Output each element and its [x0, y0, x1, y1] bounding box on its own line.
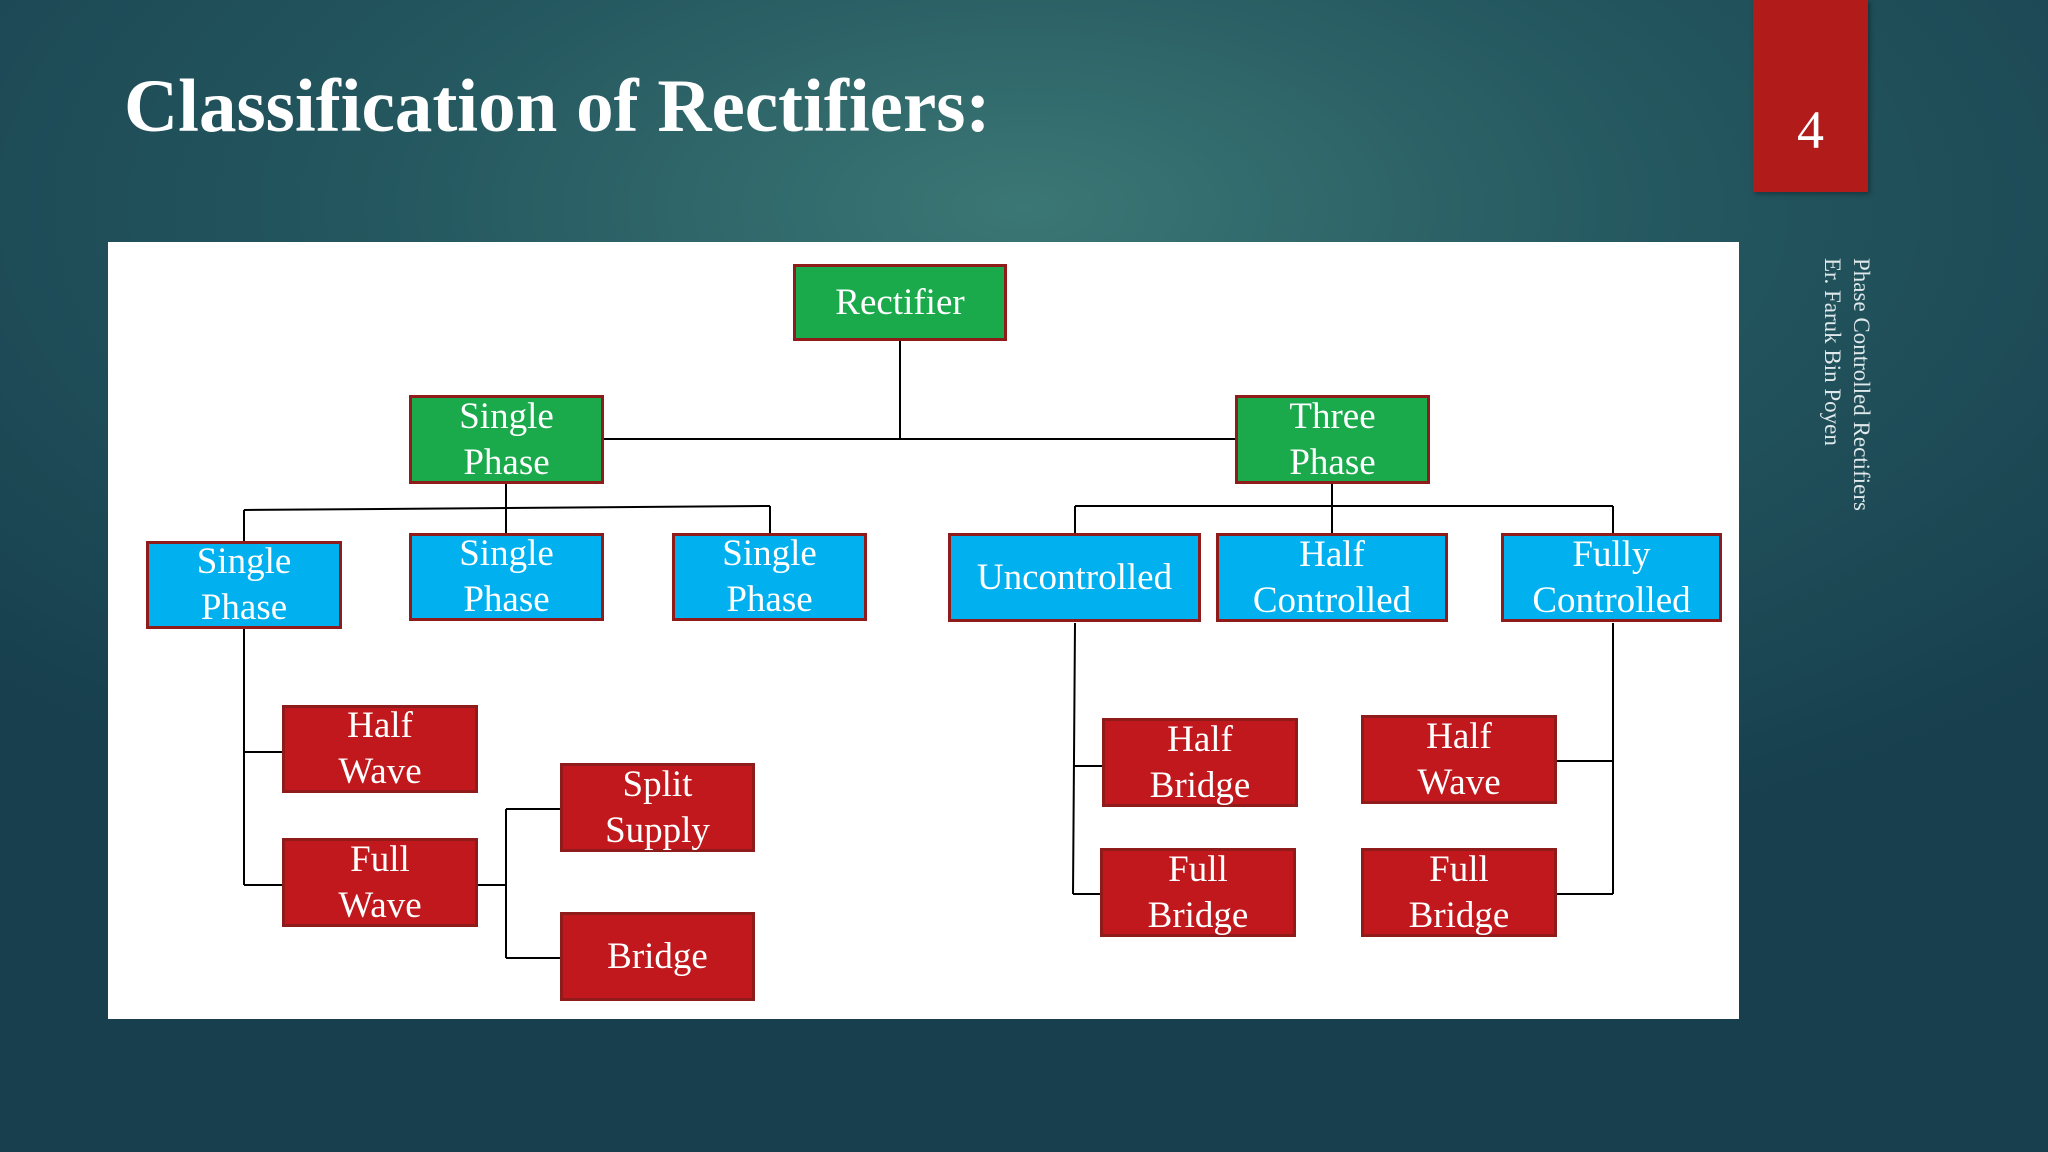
node-label: Rectifier [835, 281, 965, 323]
presentation-subject: Phase Controlled Rectifiers [1849, 258, 1874, 511]
presentation-footer: Phase Controlled Rectifiers Er. Faruk Bi… [1810, 258, 1876, 520]
page-number: 4 [1797, 100, 1824, 160]
node-uncontrolled: Uncontrolled [948, 533, 1201, 622]
connector-line [1072, 622, 1076, 895]
node-rectifier: Rectifier [793, 264, 1007, 341]
node-label: Bridge [607, 935, 708, 977]
node-label: Uncontrolled [976, 556, 1173, 598]
node-bridge: Bridge [560, 912, 755, 1001]
presentation-author: Er. Faruk Bin Poyen [1820, 258, 1845, 446]
page-number-badge: 4 [1753, 0, 1868, 192]
connector-lines [243, 341, 1614, 959]
slide-title: Classification of Rectifiers: [124, 65, 991, 148]
